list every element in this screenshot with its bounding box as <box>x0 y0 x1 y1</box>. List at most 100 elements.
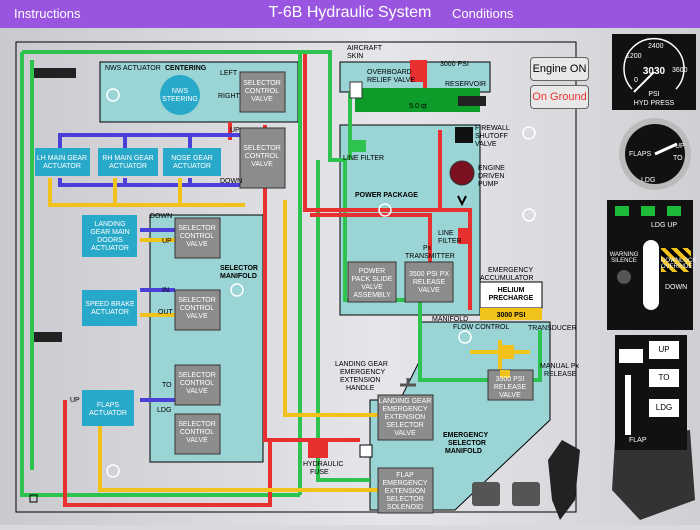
gear-panel: LDG UP WARNING SILENCE DOWNLOCK OVERRIDE… <box>607 200 697 330</box>
gauge-tick-0: 0 <box>634 77 638 84</box>
label-down-doors: DOWN <box>150 213 172 220</box>
label-reservoir: RESERVOIR <box>445 81 486 88</box>
label-qt: 5.0 qt <box>409 103 427 110</box>
diagram-stage: NWS ACTUATOR CENTERING LEFT RIGHT AIRCRA… <box>0 28 700 525</box>
gear-up-lines <box>58 133 245 402</box>
gear-down-lines <box>48 178 530 492</box>
conditions-link[interactable]: Conditions <box>452 6 514 21</box>
flap-to-button[interactable]: TO <box>649 369 679 387</box>
label-3000psi: 3000 PSI <box>440 61 469 68</box>
rudder-pedal-right[interactable] <box>512 482 540 506</box>
return-lines <box>20 50 542 497</box>
flap-lever[interactable] <box>625 375 631 435</box>
label-down-gear: DOWN <box>220 178 242 185</box>
flap-ldg-button[interactable]: LDG <box>649 399 679 417</box>
pressure-lines <box>63 54 472 507</box>
hyd-press-gauge: 1200 2400 3600 0 3030 PSI HYD PRESS <box>612 34 696 110</box>
rudder-pedal-left[interactable] <box>472 482 500 506</box>
gear-handle[interactable] <box>643 240 659 310</box>
label-to: TO <box>162 382 172 389</box>
instructions-link[interactable]: Instructions <box>14 6 81 21</box>
info-icon[interactable] <box>522 126 536 140</box>
flap-panel: UP TO LDG FLAP <box>615 335 687 450</box>
emergency-handle-icon <box>400 378 416 387</box>
label-up-gear: UP <box>230 127 240 134</box>
label-out: OUT <box>158 309 174 316</box>
label-ldg: LDG <box>157 407 171 414</box>
info-icon[interactable] <box>230 283 244 297</box>
page-title: T-6B Hydraulic System <box>268 4 432 21</box>
hydraulic-diagram: NWS ACTUATOR CENTERING LEFT RIGHT AIRCRA… <box>15 41 695 520</box>
gauge-tick-2400: 2400 <box>648 43 664 50</box>
info-icon[interactable] <box>106 464 120 478</box>
label-transducer: TRANSDUCER <box>528 325 577 332</box>
down-label: DOWN <box>665 284 688 291</box>
label-centering: CENTERING <box>165 65 207 72</box>
info-icon[interactable] <box>522 208 536 222</box>
engine-on-button[interactable]: Engine ON <box>530 57 589 81</box>
flaps-indicator: UP TO LDG FLAPS <box>615 116 697 194</box>
info-icon[interactable] <box>458 330 472 344</box>
info-icon[interactable] <box>378 203 392 217</box>
components <box>29 60 543 514</box>
warning-silence-label: WARNING SILENCE <box>609 252 639 264</box>
flaps-label: FLAPS <box>629 151 652 158</box>
gauge-label: HYD PRESS <box>634 100 675 107</box>
gauge-reading: 3030 <box>643 66 666 77</box>
pump-arrow-icon <box>457 195 467 207</box>
diagram-frame <box>15 41 577 513</box>
emergency-manifold-region <box>369 321 551 511</box>
top-bar: Instructions T-6B Hydraulic System Condi… <box>0 0 700 28</box>
flap-knob-indicator <box>619 349 643 363</box>
flaps-up: UP <box>675 143 685 150</box>
label-nws-actuator: NWS ACTUATOR <box>105 65 161 72</box>
label-up-flaps: UP <box>70 397 80 404</box>
flap-up-button[interactable]: UP <box>649 341 679 359</box>
label-line-filter: LINE FILTER <box>343 155 384 162</box>
on-ground-button[interactable]: On Ground <box>530 85 589 109</box>
flap-label: FLAP <box>629 437 647 444</box>
gauge-tick-1200: 1200 <box>626 53 642 60</box>
throttle-quadrant-icon[interactable] <box>612 430 695 520</box>
label-power-package: POWER PACKAGE <box>355 192 418 199</box>
warning-silence-button[interactable] <box>617 270 631 284</box>
gauge-tick-3600: 3600 <box>672 67 688 74</box>
label-right: RIGHT <box>218 93 241 100</box>
label-left: LEFT <box>220 70 238 77</box>
downlock-override-button[interactable] <box>661 248 691 272</box>
flaps-to: TO <box>673 155 683 162</box>
gear-light-left <box>615 206 629 216</box>
ldg-up-label: LDG UP <box>651 222 678 229</box>
info-icon[interactable] <box>106 88 120 102</box>
label-up-doors: UP <box>162 238 172 245</box>
gear-light-right <box>667 206 681 216</box>
control-stick-icon[interactable] <box>548 440 580 520</box>
downlock-override-label: DOWNLOCK OVERRIDE <box>661 258 697 270</box>
engine-driven-pump-icon <box>449 160 475 186</box>
